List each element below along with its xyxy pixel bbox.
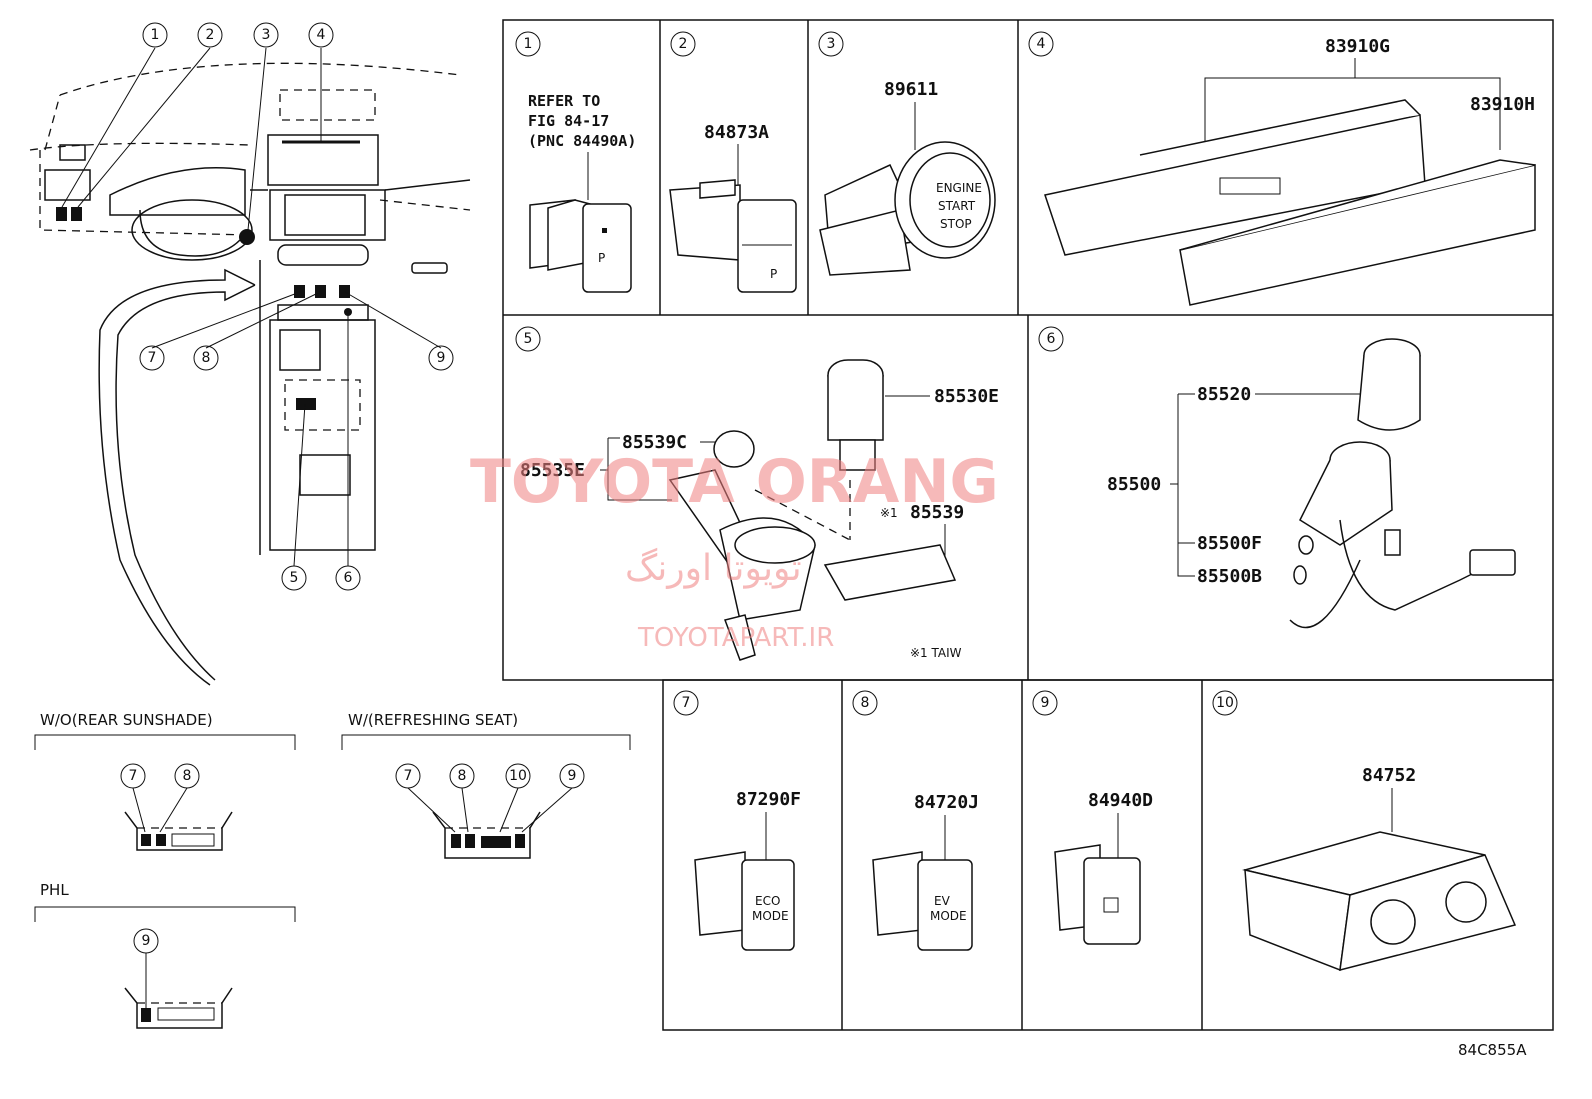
cell-number: 6 [1047,331,1056,347]
variant-phl: PHL 9 [34,881,296,1029]
cigarette-lighter-drawing [1289,338,1516,629]
refer-line: (PNC 84490A) [528,132,636,150]
cell-9: 9 84940D [1032,690,1153,945]
variant-callout: 7 [404,768,413,784]
cell-number: 10 [1216,695,1234,711]
button-text: EV [934,894,951,908]
cell-number: 2 [679,36,688,52]
cell-2: 2 84873A P [669,31,797,293]
part-number: 85500F [1197,533,1262,554]
variant-title: PHL [40,881,69,899]
figure-code: 84C855A [1458,1041,1527,1059]
cell-number: 4 [1037,36,1046,52]
cell-3: 3 89611 ENGINE START STOP [818,31,996,276]
callout-7: 7 [148,350,157,366]
ev-mode-switch-drawing: EV MODE [872,851,973,951]
cell-5: 5 85530E 85539C 85535E ※1 85539 ※1 TAIW [515,326,999,661]
callout-3: 3 [262,27,271,43]
watermark-line: تویوتا اورنگ [625,547,802,589]
variant-callout: 10 [509,768,527,784]
variant-callout: 9 [568,768,577,784]
refer-line: REFER TO [528,92,600,110]
part-number: 85500 [1107,474,1161,495]
variant-title: W/O(REAR SUNSHADE) [40,711,213,729]
cell-6: 6 85520 85500 85500F 85500B [1038,326,1516,629]
part-number: 83910H [1470,94,1535,115]
cell-4: 4 83910G 83910H [1028,31,1536,306]
button-text: MODE [752,909,789,923]
note: ※1 TAIW [910,646,962,660]
variant-callout: 7 [129,768,138,784]
part-number: 85539 [910,502,964,523]
grid-frame [502,19,1554,1031]
parking-switch-drawing: P [529,199,632,293]
cell-number: 9 [1041,695,1050,711]
auto-p-switch-drawing: P [669,179,797,293]
part-number: 83910G [1325,36,1390,57]
part-number: 84752 [1362,765,1416,786]
variant-callout: 9 [142,933,151,949]
button-text: START [938,199,976,213]
button-text: MODE [930,909,967,923]
part-number: 85520 [1197,384,1251,405]
cell-7: 7 87290F ECO MODE [673,690,801,951]
svg-text:P: P [770,267,777,281]
part-number: 85500B [1197,566,1262,587]
variant-wo-rear-sunshade: W/O(REAR SUNSHADE) 7 8 [34,711,296,851]
switch-panels-drawing [1044,99,1536,306]
button-text: ECO [755,894,780,908]
seat-switch-drawing [1054,844,1141,945]
part-number: 85535E [520,460,585,481]
part-number: 89611 [884,79,938,100]
cell-number: 5 [524,331,533,347]
callout-6: 6 [344,570,353,586]
part-number: 84720J [914,792,979,813]
variant-w-refreshing-seat: W/(REFRESHING SEAT) 7 8 10 9 [341,711,631,859]
callout-4: 4 [317,27,326,43]
button-text: ENGINE [936,181,982,195]
button-text: STOP [940,217,972,231]
callout-1: 1 [151,27,160,43]
part-number: 85539C [622,432,687,453]
climate-control-drawing [1242,831,1517,972]
watermark-line: TOYOTA ORANG [470,447,999,517]
svg-text:P: P [598,251,605,265]
callout-8: 8 [202,350,211,366]
variant-title: W/(REFRESHING SEAT) [348,711,518,729]
watermark-line: TOYOTAPART.IR [637,623,834,653]
cell-1: 1 REFER TO FIG 84-17 (PNC 84490A) P [515,31,636,293]
variant-callout: 8 [183,768,192,784]
cell-number: 1 [524,36,533,52]
socket-drawing [668,359,957,661]
cell-number: 7 [682,695,691,711]
part-number: 84873A [704,122,769,143]
cell-8: 8 84720J EV MODE [852,690,979,951]
variant-callout: 8 [458,768,467,784]
eco-mode-switch-drawing: ECO MODE [694,851,795,951]
cell-10: 10 84752 [1212,690,1517,972]
overview-callouts: 1 2 3 4 5 6 7 8 9 [139,22,454,591]
mark: ※1 [880,506,898,520]
engine-start-button-drawing: ENGINE START STOP [819,141,996,276]
callout-2: 2 [206,27,215,43]
part-number: 84940D [1088,790,1153,811]
refer-line: FIG 84-17 [528,112,609,130]
callout-5: 5 [290,570,299,586]
part-number: 85530E [934,386,999,407]
watermark: TOYOTA ORANG تویوتا اورنگ TOYOTAPART.IR [470,447,999,653]
cell-number: 3 [827,36,836,52]
callout-9: 9 [437,350,446,366]
cell-number: 8 [861,695,870,711]
overview-dashboard [29,47,471,686]
part-number: 87290F [736,789,801,810]
